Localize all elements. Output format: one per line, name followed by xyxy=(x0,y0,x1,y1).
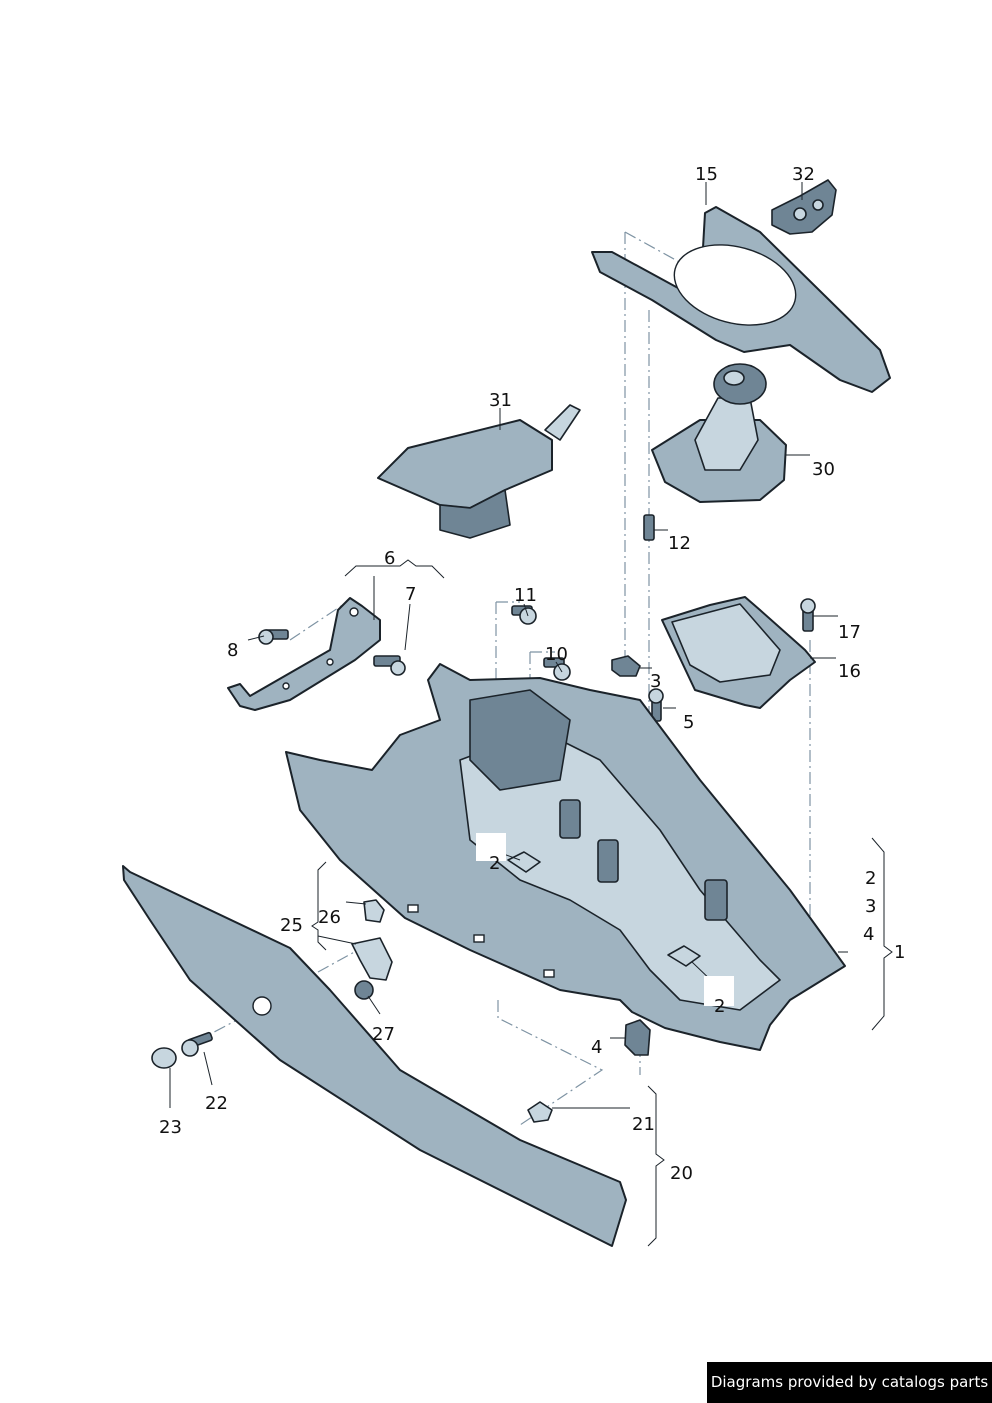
callout-7: 7 xyxy=(405,584,416,605)
callout-22: 22 xyxy=(205,1093,228,1114)
storage-tray xyxy=(661,596,816,709)
callout-27: 27 xyxy=(372,1024,395,1045)
callout-labels: 15 32 31 30 12 6 7 11 17 8 10 16 3 5 2 2… xyxy=(159,164,905,1184)
callout-3-top: 3 xyxy=(650,671,661,692)
control-module xyxy=(377,404,581,539)
callout-5: 5 xyxy=(683,712,694,733)
callout-30: 30 xyxy=(812,459,835,480)
gear-knob-boot xyxy=(651,363,787,503)
switch-module xyxy=(771,179,837,235)
callout-23: 23 xyxy=(159,1117,182,1138)
callout-17: 17 xyxy=(838,622,861,643)
group-brackets xyxy=(311,559,893,1247)
callout-26: 26 xyxy=(318,907,341,928)
callout-10: 10 xyxy=(545,644,568,665)
callout-12: 12 xyxy=(668,533,691,554)
callout-21: 21 xyxy=(632,1114,655,1135)
side-trim-panel xyxy=(122,865,627,1247)
callout-20: 20 xyxy=(670,1163,693,1184)
callout-31: 31 xyxy=(489,390,512,411)
mounting-bracket xyxy=(227,597,381,711)
callout-2-left: 2 xyxy=(489,853,500,874)
callout-4: 4 xyxy=(591,1037,602,1058)
callout-32: 32 xyxy=(792,164,815,185)
shift-trim-frame xyxy=(591,206,891,393)
callout-6: 6 xyxy=(384,548,395,569)
callout-4-group: 4 xyxy=(863,924,874,945)
callout-11: 11 xyxy=(514,585,537,606)
footer-credit: Diagrams provided by catalogs parts xyxy=(707,1362,992,1403)
clip-3 xyxy=(611,655,641,677)
callout-15: 15 xyxy=(695,164,718,185)
callout-2-right: 2 xyxy=(714,996,725,1017)
callout-2-group: 2 xyxy=(865,868,876,889)
callout-8: 8 xyxy=(227,640,238,661)
callout-25: 25 xyxy=(280,915,303,936)
centre-console xyxy=(285,663,846,1051)
fasteners xyxy=(258,514,816,722)
small-hardware xyxy=(151,899,553,1123)
callout-1: 1 xyxy=(894,942,905,963)
callout-16: 16 xyxy=(838,661,861,682)
callout-3-group: 3 xyxy=(865,896,876,917)
clip-4 xyxy=(624,1019,651,1056)
